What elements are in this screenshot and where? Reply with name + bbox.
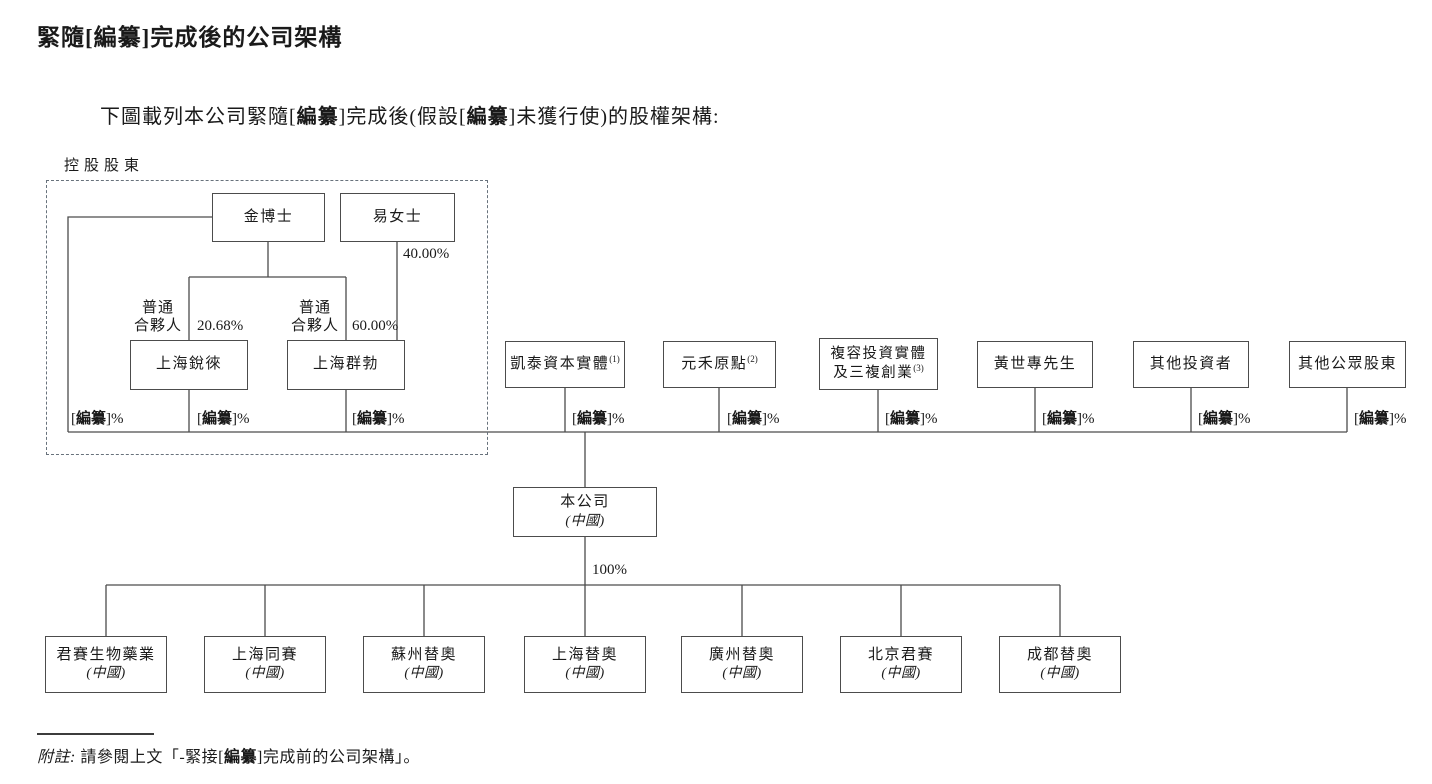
node-region: (中國) — [1040, 666, 1080, 682]
node-shanghai-tiao: 上海替奧 (中國) — [524, 636, 646, 693]
footnote-ref: (1) — [609, 353, 620, 364]
redacted-term: 編纂 — [224, 749, 258, 766]
node-region: (中國) — [565, 666, 605, 682]
node-suzhou-tiao: 蘇州替奧 (中國) — [363, 636, 485, 693]
node-label: 其他投資者 — [1149, 355, 1233, 372]
label-redacted-pct-investors: [編纂]% — [1198, 411, 1251, 427]
label-company-subs-pct: 100% — [592, 562, 627, 578]
node-region: (中國) — [722, 666, 762, 682]
node-label: 本公司 — [560, 494, 610, 511]
node-shanghai-qunbo: 上海群勃 — [287, 340, 405, 390]
label-general-partner-ruilai: 普通合夥人 — [133, 300, 182, 334]
node-region: (中國) — [565, 513, 605, 529]
label-jin-qunbo-pct: 60.00% — [352, 318, 399, 334]
node-region: (中國) — [404, 666, 444, 682]
node-label: 上海群勃 — [312, 356, 379, 373]
node-junsai-biopharma: 君賽生物藥業 (中國) — [45, 636, 167, 693]
node-label: 成都替奧 — [1026, 646, 1093, 663]
node-ms-yi: 易女士 — [340, 193, 455, 242]
footnote-segment: ]完成前的公司架構」。 — [257, 749, 420, 766]
label-redacted-pct-furong: [編纂]% — [885, 411, 938, 427]
footnote-divider — [37, 733, 154, 735]
node-other-public-shareholders: 其他公眾股東 — [1289, 341, 1406, 388]
label-yi-qunbo-pct: 40.00% — [403, 246, 450, 262]
node-label: 北京君賽 — [867, 646, 934, 663]
node-region: (中國) — [86, 666, 126, 682]
redacted-term: 編纂 — [466, 106, 509, 128]
label-redacted-pct-jin: [編纂]% — [71, 411, 124, 427]
node-chengdu-tiao: 成都替奧 (中國) — [999, 636, 1121, 693]
intro-segment: ]完成後(假設[ — [338, 106, 467, 128]
node-company: 本公司 (中國) — [513, 487, 657, 537]
label-redacted-pct-huang: [編纂]% — [1042, 411, 1095, 427]
intro-text: 下圖載列本公司緊隨[編纂]完成後(假設[編纂]未獲行使)的股權架構: — [100, 100, 720, 129]
node-shanghai-tongsai: 上海同賽 (中國) — [204, 636, 326, 693]
node-beijing-junsai: 北京君賽 (中國) — [840, 636, 962, 693]
label-redacted-pct-kaitai: [編纂]% — [572, 411, 625, 427]
label-jin-ruilai-pct: 20.68% — [197, 318, 244, 334]
footnote-segment: 請參閱上文「-緊接[ — [75, 749, 225, 766]
label-redacted-pct-ruilai: [編纂]% — [197, 411, 250, 427]
node-shanghai-ruilai: 上海銳徠 — [130, 340, 248, 390]
node-label: 上海同賽 — [231, 646, 298, 663]
node-label: 上海銳徠 — [155, 356, 222, 373]
node-label: 廣州替奧 — [708, 646, 775, 663]
label-redacted-pct-qunbo: [編纂]% — [352, 411, 405, 427]
footnote-text: 附註: 請參閱上文「-緊接[編纂]完成前的公司架構」。 — [37, 743, 420, 767]
node-label: 複容投資實體 — [830, 346, 927, 363]
node-label: 蘇州替奧 — [390, 646, 457, 663]
controlling-shareholders-label: 控股股東 — [64, 158, 145, 174]
node-label: 金博士 — [243, 208, 294, 225]
footnote-ref: (3) — [913, 363, 924, 374]
controlling-shareholders-group — [46, 180, 488, 455]
node-label: 及三複創業(3) — [833, 363, 924, 381]
node-guangzhou-tiao: 廣州替奧 (中國) — [681, 636, 803, 693]
node-label: 其他公眾股東 — [1297, 355, 1397, 372]
footnote-label: 附註: — [37, 749, 76, 766]
node-kaitai-capital: 凱泰資本實體(1) — [505, 341, 625, 388]
node-label: 君賽生物藥業 — [56, 646, 156, 663]
node-mr-huang: 黃世專先生 — [977, 341, 1093, 388]
node-label: 凱泰資本實體(1) — [510, 353, 620, 372]
intro-segment: ]未獲行使)的股權架構: — [508, 106, 720, 128]
footnote-ref: (2) — [747, 353, 758, 364]
label-redacted-pct-yuanhe: [編纂]% — [727, 411, 780, 427]
node-furong-sanfu: 複容投資實體及三複創業(3) — [819, 338, 938, 390]
intro-segment: 下圖載列本公司緊隨[ — [100, 106, 297, 128]
label-general-partner-qunbo: 普通合夥人 — [290, 300, 339, 334]
node-label: 易女士 — [372, 208, 423, 225]
node-label: 上海替奧 — [551, 646, 618, 663]
node-other-investors: 其他投資者 — [1133, 341, 1249, 388]
label-redacted-pct-public: [編纂]% — [1354, 411, 1407, 427]
node-label: 黃世專先生 — [993, 355, 1077, 372]
node-dr-jin: 金博士 — [212, 193, 325, 242]
node-yuanhe-origin: 元禾原點(2) — [663, 341, 776, 388]
node-region: (中國) — [881, 666, 921, 682]
node-region: (中國) — [245, 666, 285, 682]
page-title: 緊隨[編纂]完成後的公司架構 — [37, 25, 343, 50]
redacted-term: 編纂 — [296, 106, 339, 128]
node-label: 元禾原點(2) — [681, 353, 758, 372]
